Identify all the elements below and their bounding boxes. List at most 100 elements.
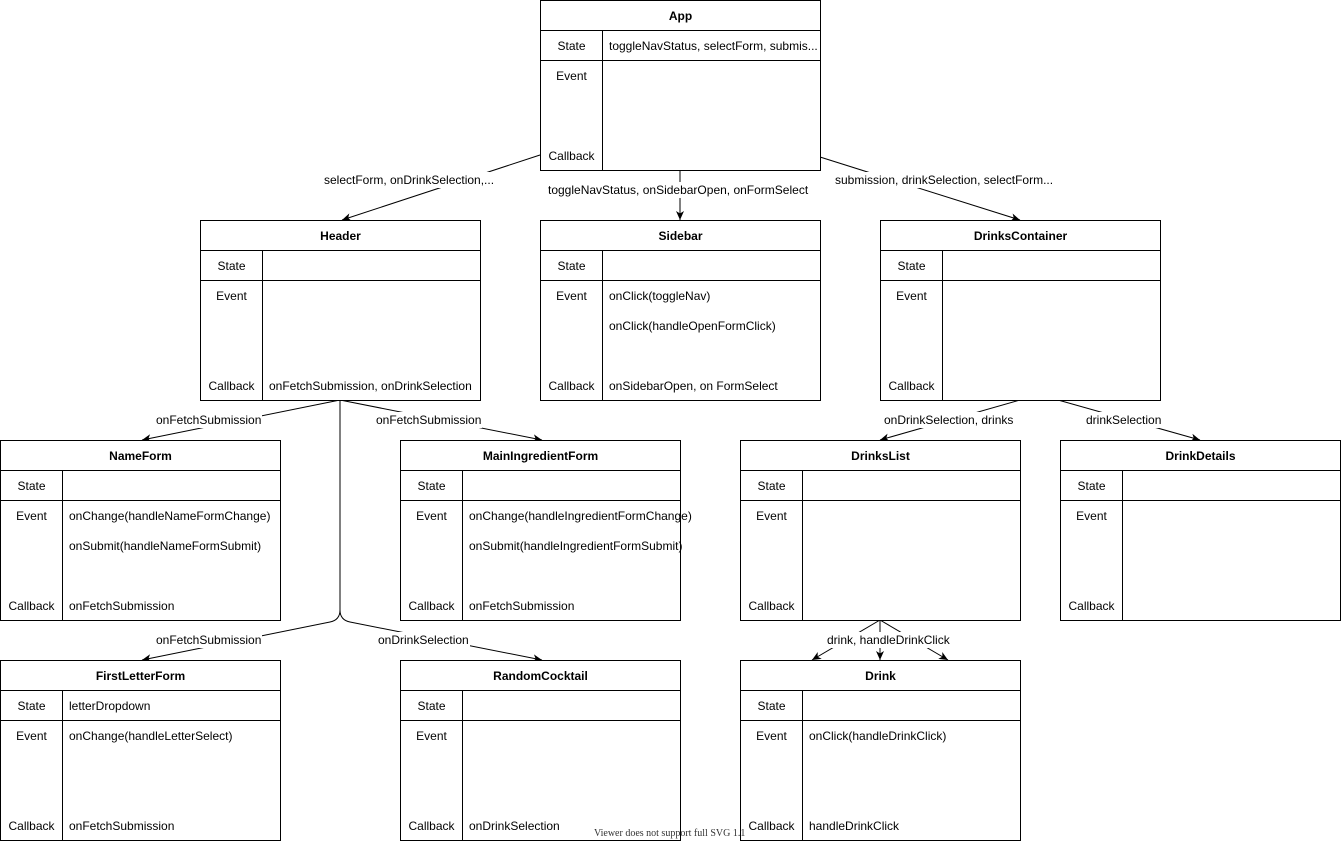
state-label: State bbox=[417, 479, 446, 493]
state-row bbox=[201, 251, 480, 281]
component-title: App bbox=[541, 1, 820, 31]
column-divider bbox=[602, 251, 603, 400]
event-value-1: onClick(toggleNav) bbox=[609, 289, 711, 303]
component-title: DrinksContainer bbox=[881, 221, 1160, 251]
edge-label-drinks-container-drinks-list: onDrinkSelection, drinks bbox=[883, 412, 1015, 428]
callback-label: Callback bbox=[888, 379, 935, 393]
event-label: Event bbox=[556, 69, 587, 83]
callback-value: onFetchSubmission bbox=[69, 599, 175, 613]
component-title: DrinkDetails bbox=[1061, 441, 1340, 471]
component-first-letter-form: FirstLetterForm State letterDropdown Eve… bbox=[0, 660, 281, 841]
callback-value: handleDrinkClick bbox=[809, 819, 900, 833]
edge-header-random-cocktail bbox=[339, 609, 543, 663]
event-label: Event bbox=[16, 729, 47, 743]
callback-value: onDrinkSelection bbox=[469, 819, 560, 833]
component-random-cocktail: RandomCocktail State Event Callback onDr… bbox=[400, 660, 681, 841]
component-drinks-container: DrinksContainer State Event Callback bbox=[880, 220, 1161, 401]
event-value-2: onSubmit(handleNameFormSubmit) bbox=[69, 539, 262, 553]
event-value-1: onClick(handleDrinkClick) bbox=[809, 729, 947, 743]
state-row bbox=[741, 471, 1020, 501]
column-divider bbox=[462, 691, 463, 840]
state-row bbox=[1061, 471, 1340, 501]
edge-label-drinks-container-drink-details: drinkSelection bbox=[1085, 412, 1163, 428]
event-label: Event bbox=[16, 509, 47, 523]
state-row bbox=[741, 691, 1020, 721]
state-label: State bbox=[557, 39, 586, 53]
callback-label: Callback bbox=[748, 819, 795, 833]
component-drinks-list: DrinksList State Event Callback bbox=[740, 440, 1021, 621]
state-label: State bbox=[897, 259, 926, 273]
column-divider bbox=[802, 471, 803, 620]
component-title: FirstLetterForm bbox=[1, 661, 280, 691]
event-value-2: onClick(handleOpenFormClick) bbox=[609, 319, 776, 333]
state-value: letterDropdown bbox=[69, 699, 151, 713]
event-value-1: onChange(handleLetterSelect) bbox=[69, 729, 233, 743]
callback-value: onSidebarOpen, on FormSelect bbox=[609, 379, 778, 393]
component-header: Header State Event Callback onFetchSubmi… bbox=[200, 220, 481, 401]
callback-value: onFetchSubmission, onDrinkSelection bbox=[269, 379, 472, 393]
callback-label: Callback bbox=[408, 599, 455, 613]
state-row bbox=[541, 31, 820, 61]
edge-label-header-first-letter-form: onFetchSubmission bbox=[155, 632, 263, 648]
state-label: State bbox=[417, 699, 446, 713]
state-label: State bbox=[757, 699, 786, 713]
event-value-2: onSubmit(handleIngredientFormSubmit) bbox=[469, 539, 683, 553]
state-label: State bbox=[757, 479, 786, 493]
component-title: DrinksList bbox=[741, 441, 1020, 471]
event-label: Event bbox=[756, 509, 787, 523]
state-row bbox=[1, 471, 280, 501]
callback-value: onFetchSubmission bbox=[69, 819, 175, 833]
column-divider bbox=[942, 251, 943, 400]
callback-label: Callback bbox=[748, 599, 795, 613]
callback-label: Callback bbox=[408, 819, 455, 833]
event-value-1: onChange(handleNameFormChange) bbox=[69, 509, 271, 523]
component-title: RandomCocktail bbox=[401, 661, 680, 691]
event-label: Event bbox=[896, 289, 927, 303]
edge-app-drinks-container bbox=[819, 156, 1021, 222]
callback-label: Callback bbox=[8, 819, 55, 833]
state-label: State bbox=[217, 259, 246, 273]
component-main-ingredient-form: MainIngredientForm State Event onChange(… bbox=[400, 440, 692, 621]
component-title: Sidebar bbox=[541, 221, 820, 251]
callback-label: Callback bbox=[548, 149, 595, 163]
edge-label-app-sidebar: toggleNavStatus, onSidebarOpen, onFormSe… bbox=[547, 182, 810, 198]
state-row bbox=[881, 251, 1160, 281]
component-app: App State toggleNavStatus, selectForm, s… bbox=[540, 0, 821, 171]
event-label: Event bbox=[1076, 509, 1107, 523]
edge-label-header-random-cocktail: onDrinkSelection bbox=[377, 632, 470, 648]
edge-label-drinks-list-drink: drink, handleDrinkClick bbox=[826, 632, 951, 648]
event-label: Event bbox=[556, 289, 587, 303]
state-label: State bbox=[1077, 479, 1106, 493]
event-value-1: onChange(handleIngredientFormChange) bbox=[469, 509, 692, 523]
state-row bbox=[541, 251, 820, 281]
state-label: State bbox=[17, 699, 46, 713]
viewer-support-note: Viewer does not support full SVG 1.1 bbox=[594, 828, 746, 839]
callback-label: Callback bbox=[548, 379, 595, 393]
column-divider bbox=[602, 31, 603, 170]
component-title: MainIngredientForm bbox=[401, 441, 680, 471]
column-divider bbox=[802, 691, 803, 840]
state-row bbox=[401, 691, 680, 721]
component-title: NameForm bbox=[1, 441, 280, 471]
component-name-form: NameForm State Event onChange(handleName… bbox=[0, 440, 281, 621]
edge-label-header-name-form: onFetchSubmission bbox=[155, 412, 263, 428]
edge-label-header-main-ingredient-form: onFetchSubmission bbox=[375, 412, 483, 428]
column-divider bbox=[62, 471, 63, 620]
column-divider bbox=[262, 251, 263, 400]
state-row bbox=[401, 471, 680, 501]
column-divider bbox=[62, 691, 63, 840]
component-drink: Drink State Event onClick(handleDrinkCli… bbox=[740, 660, 1021, 841]
edge-label-app-header: selectForm, onDrinkSelection,... bbox=[323, 172, 496, 188]
callback-label: Callback bbox=[208, 379, 255, 393]
event-label: Event bbox=[416, 729, 447, 743]
component-title: Header bbox=[201, 221, 480, 251]
column-divider bbox=[1122, 471, 1123, 620]
component-sidebar: Sidebar State Event onClick(toggleNav) o… bbox=[540, 220, 821, 401]
event-label: Event bbox=[416, 509, 447, 523]
state-value: toggleNavStatus, selectForm, submis... bbox=[609, 39, 818, 53]
edge-label-app-drinks-container: submission, drinkSelection, selectForm..… bbox=[834, 172, 1055, 188]
state-label: State bbox=[17, 479, 46, 493]
event-label: Event bbox=[216, 289, 247, 303]
callback-label: Callback bbox=[8, 599, 55, 613]
callback-label: Callback bbox=[1068, 599, 1115, 613]
